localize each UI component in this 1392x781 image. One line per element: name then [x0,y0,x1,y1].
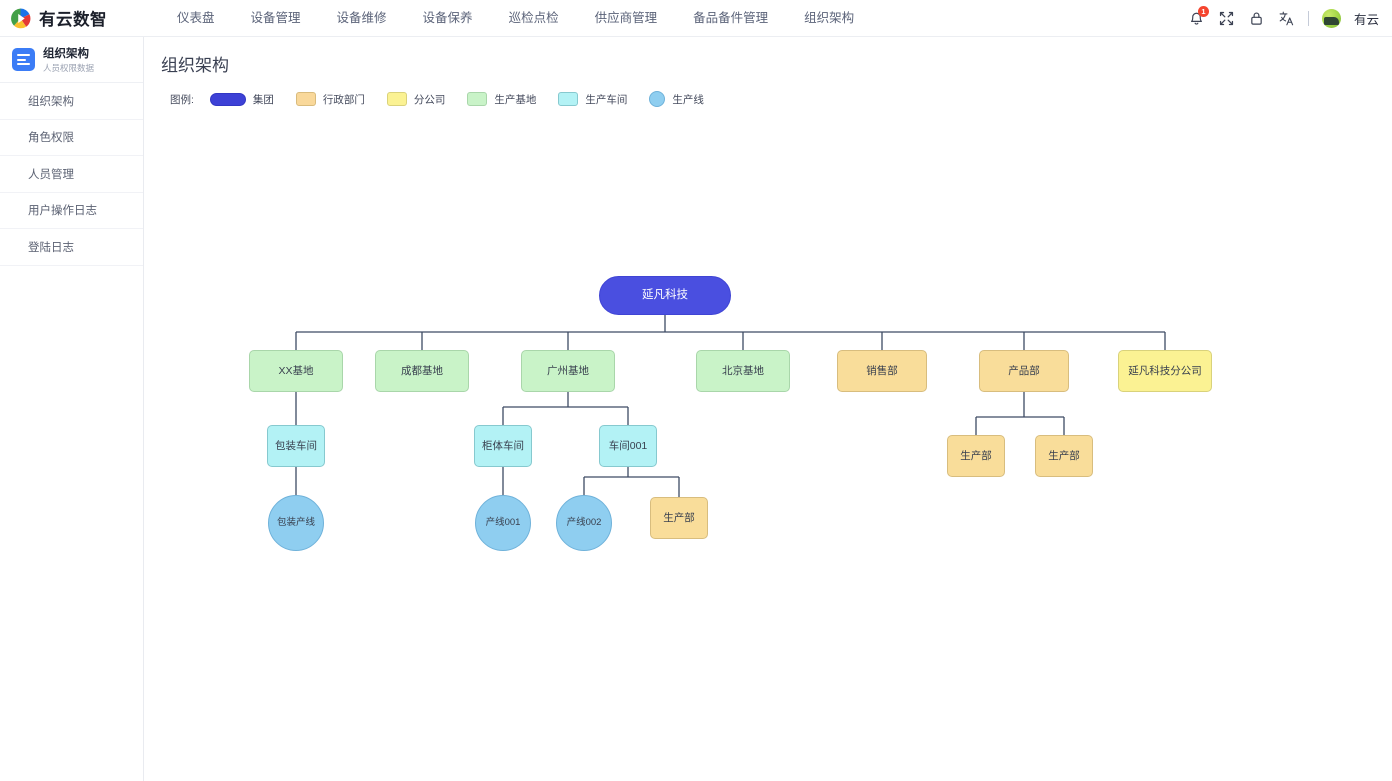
legend-text: 生产车间 [585,93,628,106]
main-content: 组织架构 图例: 集团 行政部门 分公司 生产基地 生产车间 生产线 延凡科技 XX基地成都… [144,37,1392,781]
sidebar-header-title: 组织架构 [43,48,89,60]
nav-equipment-maintenance[interactable]: 设备保养 [422,11,473,25]
org-node-p2[interactable]: 生产部 [1035,435,1093,477]
org-chart-connectors [295,315,1166,497]
legend-text: 生产基地 [494,93,537,106]
org-chart: 延凡科技 XX基地成都基地 广州基地 北京基地 销售部 产品部 延凡科技分公司包装车间 柜体车… [144,127,1392,767]
legend-item-行政部门: 行政部门 [295,92,365,107]
avatar[interactable] [1321,8,1341,28]
org-node-w3[interactable]: 车间001 [599,425,657,467]
list-document-icon [12,48,35,71]
nav-spare-parts-management[interactable]: 备品备件管理 [693,11,769,25]
legend-swatch-circle [649,91,666,107]
org-node-l2[interactable]: 产线001 [475,495,531,551]
username[interactable]: 有云 [1353,12,1379,27]
nav-org-structure[interactable]: 组织架构 [804,11,855,25]
lock-icon[interactable] [1248,10,1265,27]
sidebar-item-user-operation-log[interactable]: 用户操作日志 [0,193,143,229]
org-node-b1[interactable]: XX基地 [249,350,343,392]
top-navigation-bar: 有云数智 仪表盘设备管理设备维修设备保养巡检点检供应商管理备品备件管理组织架构 … [0,0,1392,37]
legend-item-分公司: 分公司 [386,92,446,107]
org-node-l1[interactable]: 包装产线 [268,495,324,551]
nav-equipment-repair[interactable]: 设备维修 [336,11,387,25]
brand-name: 有云数智 [39,11,107,29]
sidebar-header-subtitle: 人员权限数据 [43,63,95,73]
org-node-s1[interactable]: 延凡科技分公司 [1118,350,1212,392]
sidebar-item-personnel-management[interactable]: 人员管理 [0,156,143,193]
notification-badge: 1 [1197,5,1209,17]
legend-item-生产基地: 生产基地 [467,92,536,107]
main-nav: 仪表盘 设备管理 设备维修 设备保养 巡检点检 供应商管理 备品备件管理 组织架构 [159,0,872,36]
org-node-d2[interactable]: 产品部 [979,350,1069,392]
legend-text: 集团 [252,93,274,106]
legend-swatch-rect [467,92,488,106]
legend-text: 生产线 [672,93,704,106]
bell-icon[interactable]: 1 [1188,5,1209,27]
legend-text: 行政部门 [322,93,365,106]
org-node-b4[interactable]: 北京基地 [696,350,790,392]
divider [1307,10,1309,26]
sidebar-header[interactable]: 组织架构 人员权限数据 [0,37,143,83]
nav-dashboard[interactable]: 仪表盘 [177,11,215,25]
sidebar-item-org-structure[interactable]: 组织架构 [0,83,143,120]
sidebar-item-login-log[interactable]: 登陆日志 [0,229,143,266]
org-node-b2[interactable]: 成都基地 [375,350,469,392]
fullscreen-icon[interactable] [1218,10,1235,27]
legend-swatch-pill [209,92,246,106]
legend-item-集团: 集团 [209,92,274,107]
legend-swatch-rect [386,92,407,106]
legend-item-生产线: 生产线 [649,91,704,107]
sidebar: 组织架构 人员权限数据 组织架构角色权限人员管理用户操作日志登陆日志 [0,37,144,781]
org-node-w1[interactable]: 包装车间 [267,425,325,467]
org-node-w2[interactable]: 柜体车间 [474,425,532,467]
org-node-p3[interactable]: 生产部 [650,497,708,539]
legend-label: 图例: [170,93,194,106]
org-node-p1[interactable]: 生产部 [947,435,1005,477]
legend: 图例: 集团 行政部门 分公司 生产基地 生产车间 生产线 [144,76,1392,107]
top-right-actions: 1 [1188,5,1392,28]
nav-inspection[interactable]: 巡检点检 [508,11,559,25]
legend-swatch-rect [558,92,579,106]
org-node-b3[interactable]: 广州基地 [521,350,615,392]
legend-item-生产车间: 生产车间 [558,92,627,107]
color-wheel-logo-icon [10,7,31,29]
org-node-root[interactable]: 延凡科技 [599,276,731,315]
legend-text: 分公司 [413,93,446,106]
sidebar-item-role-permission[interactable]: 角色权限 [0,120,143,156]
nav-supplier-management[interactable]: 供应商管理 [594,11,658,25]
brand[interactable]: 有云数智 [0,6,145,30]
org-node-d1[interactable]: 销售部 [837,350,927,392]
translate-icon[interactable] [1278,10,1295,27]
nav-equipment-management[interactable]: 设备管理 [250,11,301,25]
page-title: 组织架构 [161,56,229,75]
org-node-l3[interactable]: 产线002 [556,495,612,551]
legend-swatch-rect [295,92,316,106]
